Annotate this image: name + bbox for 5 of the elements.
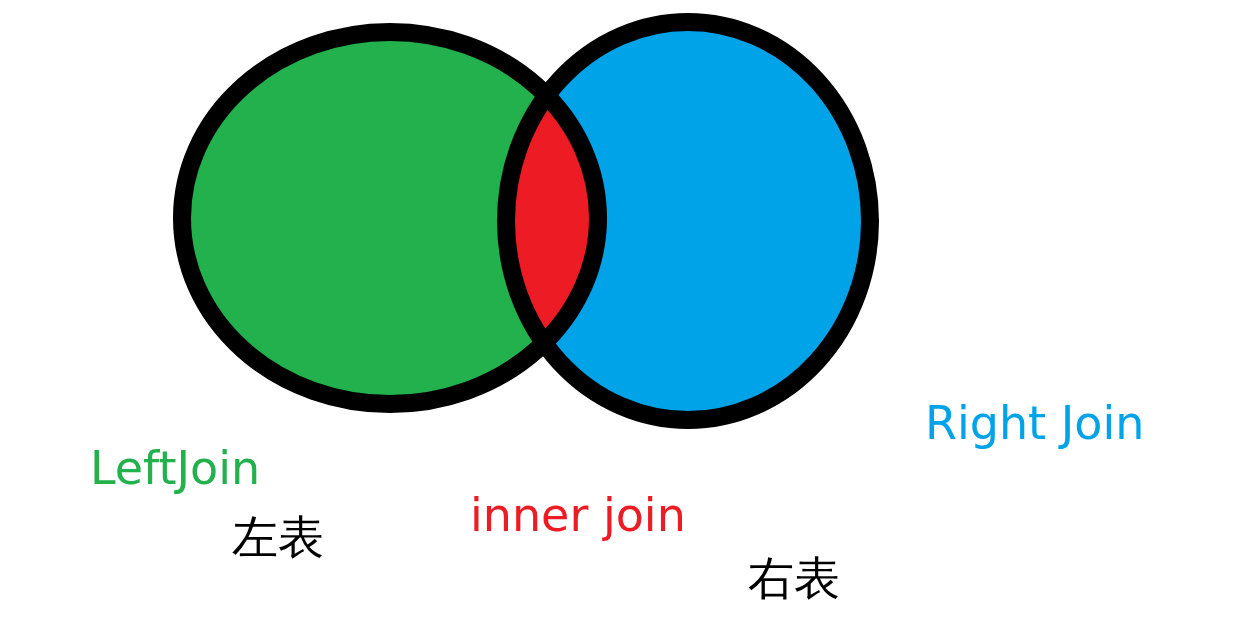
venn-label: 左表 [232, 512, 324, 563]
venn-label: LeftJoin [90, 443, 261, 494]
venn-label: Right Join [925, 398, 1145, 449]
venn-label: inner join [470, 490, 686, 541]
venn-label: 右表 [748, 553, 840, 604]
